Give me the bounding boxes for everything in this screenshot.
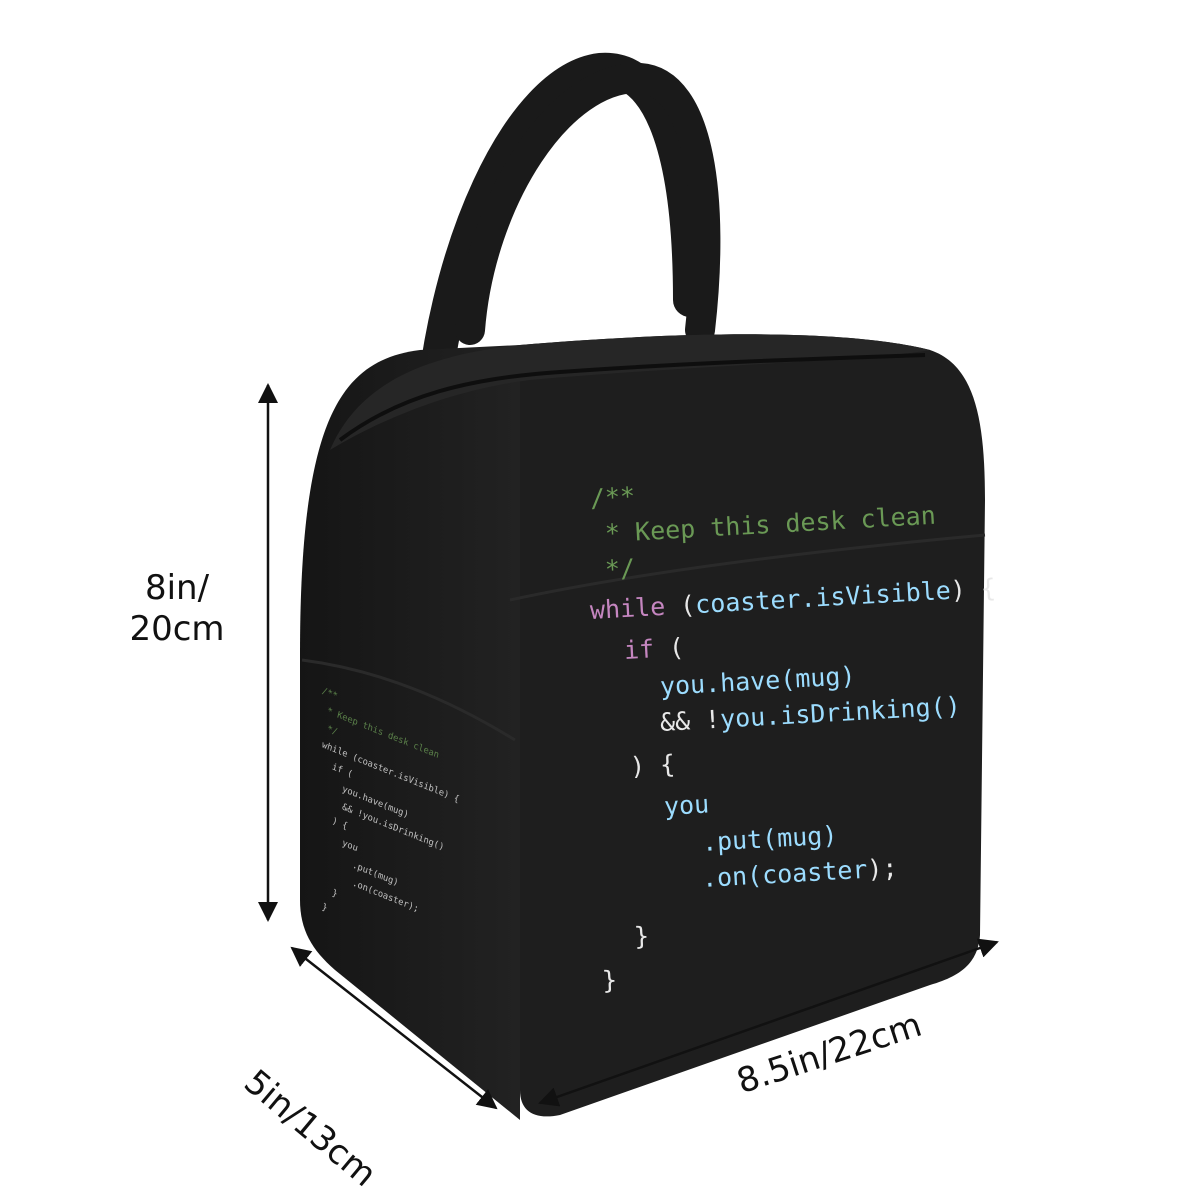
front-code-line: /** <box>589 482 636 513</box>
height-label-in: 8in/ <box>144 568 210 608</box>
width-arrow <box>538 938 999 1107</box>
code-token: ( <box>668 632 685 663</box>
front-code-line: } <box>601 965 618 995</box>
handle-front <box>455 63 721 345</box>
code-token: if <box>623 633 670 665</box>
code-token: ) { <box>629 749 676 781</box>
front-pocket-seam <box>509 533 986 602</box>
code-token: ) { <box>949 573 997 605</box>
handle-back <box>413 52 707 457</box>
bag-front-panel <box>520 334 985 1117</box>
bag-top-panel <box>330 334 930 450</box>
side-pocket-seam <box>301 658 516 742</box>
height-label: 8in/ 20cm <box>122 568 232 650</box>
code-token: */ <box>589 553 636 585</box>
zipper-seam <box>338 353 926 442</box>
front-code-line: } <box>633 921 650 951</box>
front-code-line: ) { <box>629 750 676 781</box>
code-token: } <box>633 921 650 951</box>
height-label-cm: 20cm <box>129 608 225 649</box>
bag-handles <box>413 52 721 457</box>
code-token: && ! <box>659 704 721 737</box>
code-token: } <box>601 965 618 995</box>
code-token: .on( <box>701 860 763 893</box>
front-code-line: you <box>663 790 710 821</box>
bag-side-panel <box>300 345 520 1120</box>
code-token: while <box>589 590 681 625</box>
code-token: you <box>663 789 710 821</box>
code-token: coaster <box>761 854 869 890</box>
front-code-line: if ( <box>623 633 685 665</box>
code-token: ); <box>866 853 899 884</box>
depth-arrow <box>290 946 498 1110</box>
code-token: /** <box>589 481 636 513</box>
front-code-line: */ <box>589 554 636 585</box>
